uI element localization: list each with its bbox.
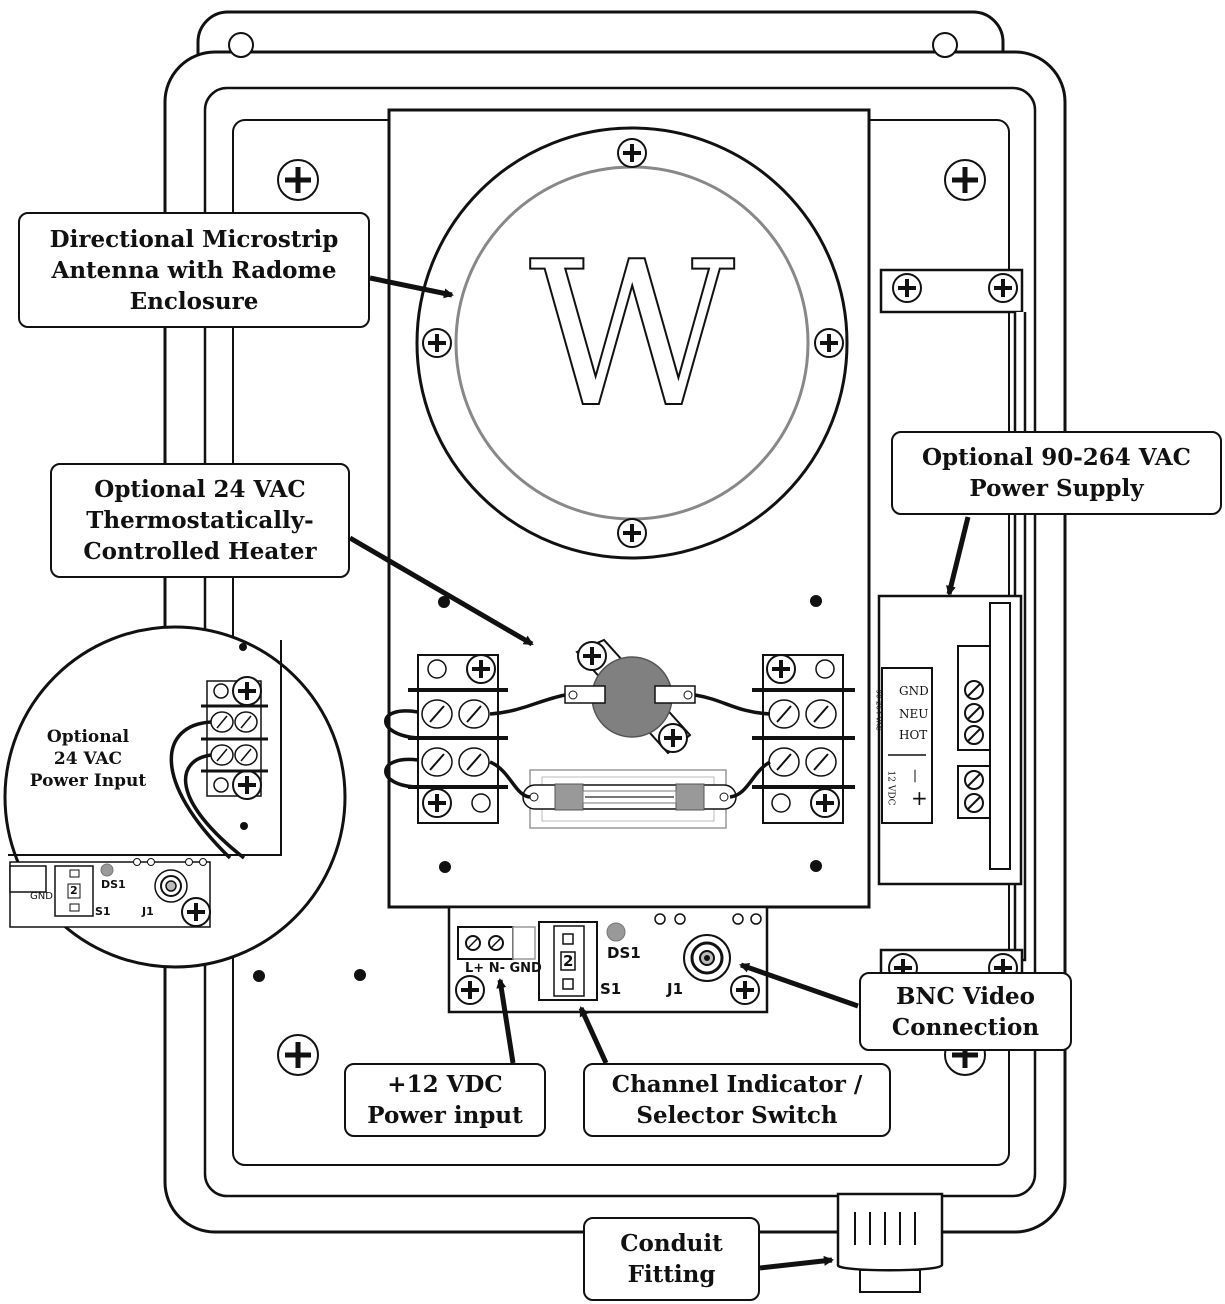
callout-antenna-line1: Directional Microstrip [49,225,339,253]
callout-antenna-line2: Antenna with Radome [51,256,337,284]
psu-vac-label: 90-264 VAC [874,689,883,731]
callout-antenna-line3: Enclosure [129,287,259,315]
board-ds1-label: DS1 [607,944,641,962]
circuit-board [447,905,769,1014]
psu-neu-label: NEU [899,707,929,721]
callout-bnc-line1: BNC Video [895,982,1035,1010]
callout-dc-input-line2: Power input [367,1102,523,1129]
inset-s1-label: S1 [95,905,111,918]
callout-antenna: Directional Microstrip Antenna with Rado… [18,212,370,328]
callout-power-supply-line2: Power Supply [969,475,1144,502]
callout-channel: Channel Indicator / Selector Switch [583,1063,891,1137]
callout-channel-line2: Selector Switch [636,1102,838,1129]
inset-gnd-label: GND [30,891,53,902]
callout-conduit-line2: Fitting [627,1261,716,1288]
psu-hot-label: HOT [899,728,928,742]
antenna-radome [415,126,849,560]
callout-heater-line1: Optional 24 VAC [94,476,306,503]
power-supply-module [877,594,1023,886]
callout-dc-input-line1: +12 VDC [387,1071,503,1098]
callout-power-supply-line1: Optional 90-264 VAC [922,444,1191,471]
board-j1-label: J1 [667,980,684,998]
inset-switch-digit: 2 [70,884,78,897]
leader-arrows [348,275,971,1271]
inset-title-line3: Power Input [29,771,147,791]
inset-title: Optional 24 VAC Power Input [18,726,158,792]
heater-assembly [384,638,855,829]
callout-heater-line2: Thermostatically- [86,507,314,534]
inset-j1-label: J1 [142,905,154,918]
inset-title-line1: Optional [46,727,130,747]
callout-bnc-line2: Connection [891,1013,1040,1041]
callout-heater: Optional 24 VAC Thermostatically- Contro… [50,463,350,578]
callout-channel-line1: Channel Indicator / [611,1071,863,1098]
psu-minus-label: — [907,769,923,783]
board-switch-digit: 2 [563,952,574,970]
callout-conduit: Conduit Fitting [583,1217,760,1301]
callout-bnc: BNC Video Connection [859,972,1072,1051]
inset-magnifier [3,625,347,969]
inset-ds1-label: DS1 [101,878,126,891]
conduit-fitting [836,1192,944,1293]
antenna-logo: W [528,219,736,452]
callout-power-supply: Optional 90-264 VAC Power Supply [891,431,1222,515]
callout-conduit-line1: Conduit [620,1230,723,1257]
inset-title-line2: 24 VAC [53,749,123,769]
callout-dc-input: +12 VDC Power input [344,1063,546,1137]
psu-gnd-label: GND [899,684,929,698]
board-terminal-labels: L+ N- GND [465,961,542,976]
psu-plus-label: + [911,786,928,810]
board-s1-label: S1 [600,980,622,998]
psu-vdc-label: 12 VDC [885,770,896,806]
callout-heater-line3: Controlled Heater [83,538,317,565]
